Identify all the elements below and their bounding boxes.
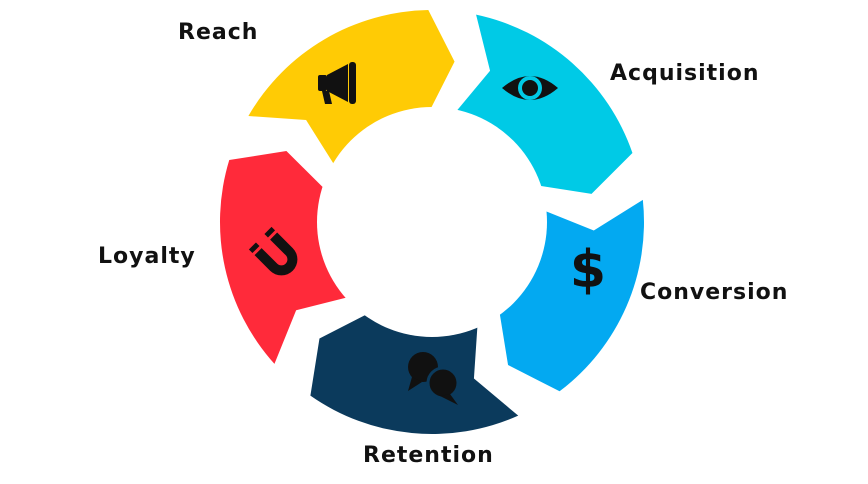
segment-acquisition [455, 14, 633, 194]
stage-label-loyalty: Loyalty [98, 244, 196, 269]
stage-label-acquisition: Acquisition [610, 61, 760, 86]
stage-label-reach: Reach [178, 20, 259, 45]
svg-text:$: $ [570, 240, 606, 300]
center-hole [317, 107, 547, 337]
stage-label-retention: Retention [363, 443, 494, 468]
dollar-icon: $ [570, 240, 606, 300]
chat-bubbles-icon [408, 352, 460, 405]
megaphone-icon [318, 62, 356, 104]
segment-loyalty [219, 150, 349, 364]
stage-label-conversion: Conversion [640, 280, 789, 305]
eye-icon [502, 76, 558, 100]
segment-conversion [499, 199, 645, 392]
magnet-icon [248, 226, 298, 276]
